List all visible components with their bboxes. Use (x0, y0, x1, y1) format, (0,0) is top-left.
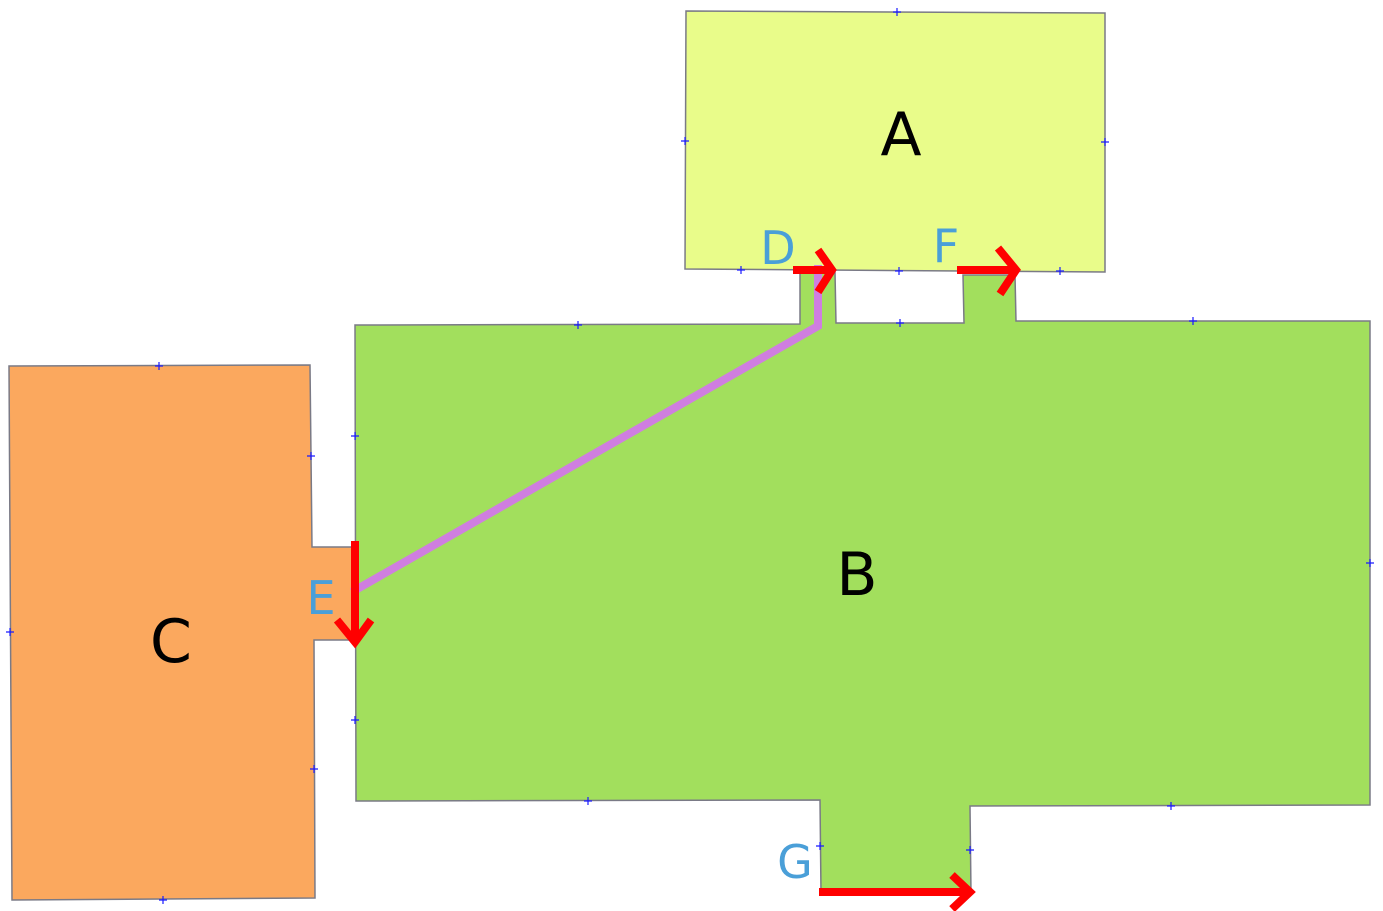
room-a-label: A (880, 100, 921, 170)
door-g-label: G (777, 835, 813, 889)
vertex-marker (307, 452, 315, 460)
vertex-marker (351, 432, 359, 440)
vertex-marker (1189, 317, 1197, 325)
door-e-label: E (306, 571, 335, 625)
room-c-label: C (150, 607, 192, 677)
vertex-marker (681, 137, 689, 145)
vertex-markers (6, 8, 1374, 904)
vertex-marker (1366, 559, 1374, 567)
vertex-marker (351, 716, 359, 724)
vertex-marker (895, 267, 903, 275)
vertex-marker (310, 765, 318, 773)
vertex-marker (1101, 138, 1109, 146)
door-d-arrow (793, 247, 837, 295)
vertex-marker (896, 319, 904, 327)
door-g-arrow (819, 872, 976, 911)
vertex-marker (1056, 267, 1064, 275)
door-f-arrow (957, 245, 1021, 297)
vertex-marker (574, 321, 582, 329)
vertex-marker (584, 797, 592, 805)
vertex-marker (155, 362, 163, 370)
door-e-arrow (333, 541, 375, 649)
vertex-marker (159, 896, 167, 904)
vertex-marker (966, 846, 974, 854)
room-b-label: B (836, 540, 877, 610)
vertex-marker (816, 842, 824, 850)
door-f-label: F (933, 219, 959, 273)
door-d-label: D (760, 221, 795, 275)
vertex-marker (6, 628, 14, 636)
vertex-marker (1167, 802, 1175, 810)
vertex-marker (737, 266, 745, 274)
vertex-marker (893, 8, 901, 16)
room-a (684, 10, 1106, 273)
